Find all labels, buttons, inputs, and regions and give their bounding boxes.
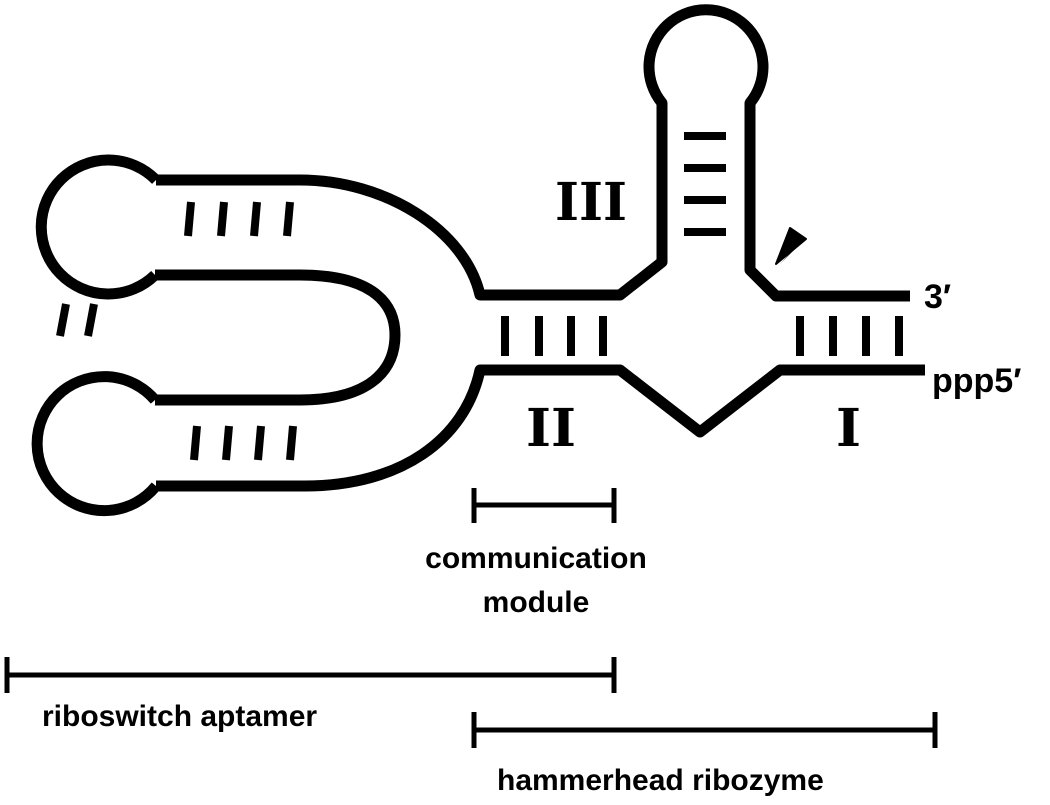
upper-strand: [156, 4, 910, 302]
aptamer-bottom-basepair: [254, 425, 265, 461]
cleavage-arrowhead-icon: [775, 227, 807, 265]
riboswitch-aptamer-label: riboswitch aptamer: [42, 700, 317, 733]
riboswitch-aptamer-bracket: [4, 657, 617, 693]
aptamer-bottom-basepair: [286, 425, 297, 461]
hammerhead-ribozyme-label: hammerhead ribozyme: [497, 764, 824, 797]
communication-module-bracket: [471, 488, 617, 523]
lower-strand: [156, 364, 925, 492]
stem-III-label: III: [555, 172, 627, 233]
aptamer-top-basepair: [217, 201, 228, 237]
aptamer-top-loop: [35, 154, 160, 300]
communication-module-label: communication: [425, 542, 647, 575]
three-prime-end-label: 3′: [924, 278, 951, 316]
aptamer-top-basepair: [184, 201, 195, 237]
loop-loop-basepair: [56, 303, 70, 337]
stem-I-label: I: [836, 398, 861, 459]
aptamer-bottom-loop: [31, 371, 161, 517]
loop-loop-basepair: [84, 303, 98, 337]
aptamer-inner-turn: [155, 269, 401, 406]
aptamer-bottom-basepair: [190, 425, 201, 461]
aptamer-top-basepair: [250, 201, 261, 237]
aptamer-top-basepair: [283, 201, 294, 237]
stem-II-label: II: [526, 398, 576, 459]
communication-module-label: module: [483, 586, 590, 619]
aptamer-bottom-basepair: [222, 425, 233, 461]
hammerhead-ribozyme-bracket: [471, 712, 938, 748]
five-prime-end-label: ppp5′: [932, 362, 1021, 400]
